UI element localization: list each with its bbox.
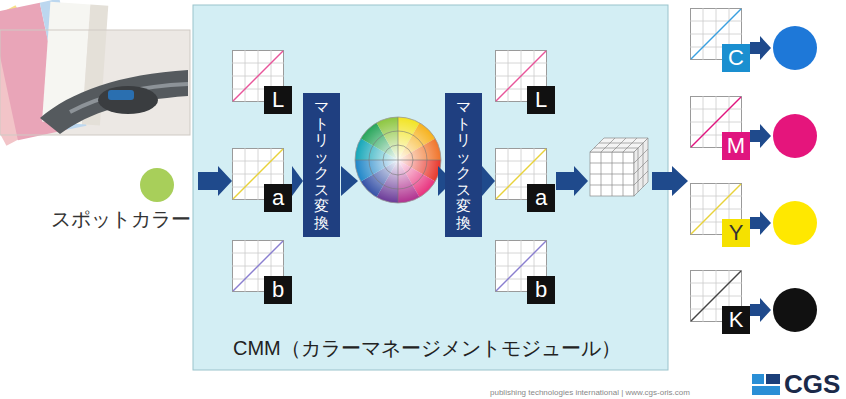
ink-circle xyxy=(773,114,817,158)
lut-cube xyxy=(590,138,648,196)
channel-curve: a xyxy=(232,148,292,214)
node-text: L xyxy=(264,86,292,114)
channel-curve: a xyxy=(495,148,555,214)
node-text: a xyxy=(527,184,555,212)
footer-note: publishing technologies international | … xyxy=(490,388,690,397)
channel-curve: L xyxy=(495,50,555,116)
ink-circle xyxy=(773,288,817,332)
flow-arrow xyxy=(482,166,495,196)
channel-curve: b xyxy=(495,240,555,306)
spot-dot xyxy=(140,168,174,202)
channel-curve: L xyxy=(232,50,292,116)
spot-color: スポットカラー xyxy=(44,166,198,241)
ink-curve: Y xyxy=(690,183,750,249)
node-text: L xyxy=(527,86,555,114)
ink-curve: K xyxy=(690,270,750,336)
cmm-module: CMM（カラーマネージメントモジュール） La b マトリックス変換 マトリックス変換 L… xyxy=(193,5,668,370)
node-text: b xyxy=(264,276,292,304)
matrix-band: マトリックス変換 xyxy=(445,93,482,237)
node-text: スポットカラー xyxy=(44,206,198,233)
node-text: a xyxy=(264,184,292,212)
node-text: Y xyxy=(722,219,750,247)
ink-curve: C xyxy=(690,8,750,74)
channel-curve: b xyxy=(232,240,292,306)
device-photo xyxy=(0,0,190,146)
node-text: マトリックス変換 xyxy=(456,99,471,231)
node-text: CMM（カラーマネージメントモジュール） xyxy=(233,335,621,362)
matrix-band: マトリックス変換 xyxy=(303,93,340,237)
logo-text: CGS xyxy=(784,369,840,399)
node-text: マトリックス変換 xyxy=(314,99,329,231)
node-text: C xyxy=(722,44,750,72)
flow-arrow xyxy=(292,166,303,196)
logo-icon xyxy=(752,374,780,395)
ink-circle xyxy=(773,26,817,70)
node-text: b xyxy=(527,276,555,304)
ink-curve: M xyxy=(690,96,750,162)
ink-circle xyxy=(773,201,817,245)
cmm-panel xyxy=(193,5,668,370)
color-wheel xyxy=(355,117,441,203)
node-text: K xyxy=(722,306,750,334)
flow-arrow xyxy=(198,166,232,196)
flow-arrow xyxy=(341,36,771,322)
node-text: M xyxy=(722,132,750,160)
